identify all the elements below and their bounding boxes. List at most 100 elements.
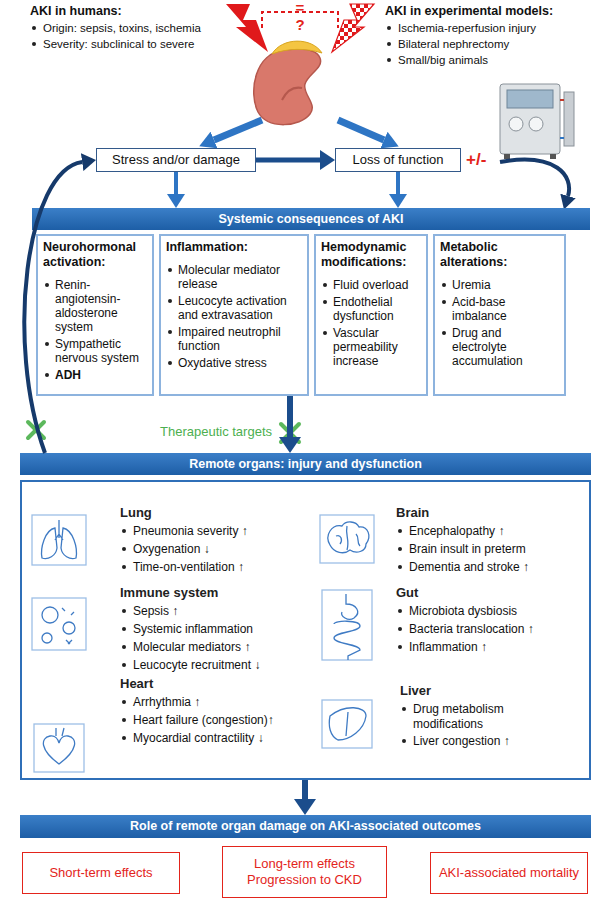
outcome-label: Short-term effects bbox=[49, 865, 152, 881]
bullet-item: Vascular permeability increase bbox=[321, 326, 421, 368]
lung-icon bbox=[42, 520, 77, 559]
machine-wheel bbox=[504, 154, 510, 159]
adrenal-gland bbox=[272, 41, 322, 54]
organ-title: Gut bbox=[396, 585, 581, 601]
icon-frame bbox=[322, 700, 372, 748]
machine-wheel bbox=[550, 154, 556, 159]
organ-bullet: Sepsis ↑ bbox=[120, 604, 310, 619]
flow-arrow bbox=[338, 120, 384, 140]
blocking-cross bbox=[281, 424, 299, 442]
blood-line bbox=[560, 99, 564, 101]
organ-title: Liver bbox=[400, 683, 550, 699]
organ-bullet: Systemic inflammation bbox=[120, 622, 310, 637]
box-heading: Hemodynamic modifications: bbox=[321, 240, 421, 270]
liver-icon bbox=[329, 708, 366, 740]
outcome-label: Long-term effects bbox=[254, 856, 355, 872]
flow-connector bbox=[287, 396, 293, 437]
box-heading: Metabolic alterations: bbox=[440, 240, 559, 270]
organ-bullet: Liver congestion ↑ bbox=[400, 734, 550, 749]
gut-icon bbox=[334, 594, 360, 660]
flow-connector bbox=[302, 780, 308, 799]
organ-bullet: Drug metabolism modifications bbox=[400, 702, 540, 732]
bullet-item: Oxydative stress bbox=[166, 356, 302, 370]
band-title: Role of remote organ damage on AKI-assoc… bbox=[20, 815, 591, 837]
organ-bullet: Inflammation ↑ bbox=[396, 640, 581, 655]
organ-bullet: Leucocyte recruitment ↓ bbox=[120, 658, 310, 673]
group-heading: AKI in humans: bbox=[30, 3, 260, 19]
organ-bullet: Myocardial contractility ↓ bbox=[120, 731, 310, 746]
cross-stroke bbox=[281, 424, 299, 442]
organ-bullet: Microbiota dysbiosis bbox=[396, 604, 581, 619]
organ-bullet: Encephalopathy ↑ bbox=[396, 524, 581, 539]
cell-shape bbox=[42, 633, 52, 643]
section-band: Systemic consequences of AKI bbox=[32, 208, 590, 230]
box-heading: Inflammation: bbox=[166, 240, 302, 255]
bullet-item: Endothelial dysfunction bbox=[321, 295, 421, 323]
bullet-item: Drug and electrolyte accumulation bbox=[440, 326, 559, 368]
comparison-mark: = bbox=[292, 0, 308, 16]
process-box: Stress and/or damage bbox=[96, 148, 256, 172]
comparison-mark: ? bbox=[292, 16, 308, 33]
bullet-item: Acid-base imbalance bbox=[440, 295, 559, 323]
organ-bullet: Arrhythmia ↑ bbox=[120, 695, 310, 710]
organ-title: Brain bbox=[396, 505, 581, 521]
outcome-box: Short-term effects bbox=[22, 852, 180, 894]
flow-arrow bbox=[214, 120, 262, 140]
category-box: Inflammation: Molecular mediator releaseL… bbox=[159, 234, 309, 396]
organ-bullet: Heart failure (congestion)↑ bbox=[120, 713, 310, 728]
dialysis-arrow bbox=[500, 160, 569, 196]
outcome-box: Long-term effectsProgression to CKD bbox=[222, 846, 387, 898]
immune-icon bbox=[42, 607, 75, 644]
organ-bullet: Brain insult in preterm bbox=[396, 542, 581, 557]
organ-bullet: Dementia and stroke ↑ bbox=[396, 560, 581, 575]
cell-shape bbox=[42, 607, 58, 623]
bullet-item: Origin: sepsis, toxins, ischemia bbox=[30, 21, 260, 36]
bullet-item: Leucocyte activation and extravasation bbox=[166, 294, 302, 322]
icon-frame bbox=[34, 724, 84, 772]
process-box: Loss of function bbox=[335, 148, 461, 172]
bullet-item: Severity: subclinical to severe bbox=[30, 37, 260, 52]
icon-frame bbox=[320, 515, 374, 563]
kidney-pelvis bbox=[282, 88, 302, 100]
organ-title: Lung bbox=[120, 505, 310, 521]
blood-line bbox=[560, 137, 564, 139]
category-box: Neurohormonal activation:Renin-angiotens… bbox=[36, 234, 154, 396]
modifier-label: +/- bbox=[466, 150, 500, 170]
bullet-item: Ischemia-reperfusion injury bbox=[385, 21, 597, 36]
cross-stroke bbox=[28, 422, 44, 438]
category-box: Hemodynamic modifications: Fluid overload… bbox=[314, 234, 428, 396]
cross-stroke bbox=[28, 422, 44, 438]
category-box: Metabolic alterations: UremiaAcid-base im… bbox=[433, 234, 566, 396]
bullet-item: Molecular mediator release bbox=[166, 263, 302, 291]
flow-connector bbox=[256, 158, 320, 163]
cross-stroke bbox=[281, 424, 299, 442]
organ-bullet: Time-on-ventilation ↑ bbox=[120, 560, 310, 575]
organ-bullet: Pneumonia severity ↑ bbox=[120, 524, 310, 539]
kidney-illustration bbox=[254, 49, 321, 125]
pump-wheel bbox=[509, 117, 523, 131]
filter-column bbox=[564, 92, 574, 146]
section-band: Role of remote organ damage on AKI-assoc… bbox=[20, 815, 591, 838]
bullet-item: Impaired neutrophil function bbox=[166, 325, 302, 353]
flow-connector bbox=[396, 172, 400, 194]
icon-frame bbox=[32, 515, 86, 565]
pump-wheel bbox=[529, 117, 543, 131]
heart-icon bbox=[43, 728, 74, 764]
organ-title: Heart bbox=[120, 676, 310, 692]
bullet-item: Uremia bbox=[440, 278, 559, 292]
band-title: Systemic consequences of AKI bbox=[32, 208, 590, 230]
icon-frame bbox=[322, 590, 372, 660]
bullet-item: Fluid overload bbox=[321, 278, 421, 292]
bullet-item: Small/big animals bbox=[385, 53, 597, 68]
outcome-box: AKI-associated mortality bbox=[430, 852, 588, 894]
organ-title: Immune system bbox=[120, 585, 310, 601]
bullet-item: Sympathetic nervous system bbox=[43, 337, 147, 365]
organ-bullet: Bacteria translocation ↑ bbox=[396, 622, 581, 637]
cell-shape bbox=[63, 622, 75, 634]
machine-body bbox=[500, 84, 560, 154]
organ-bullet: Molecular mediators ↑ bbox=[120, 640, 310, 655]
flow-connector bbox=[174, 172, 178, 194]
